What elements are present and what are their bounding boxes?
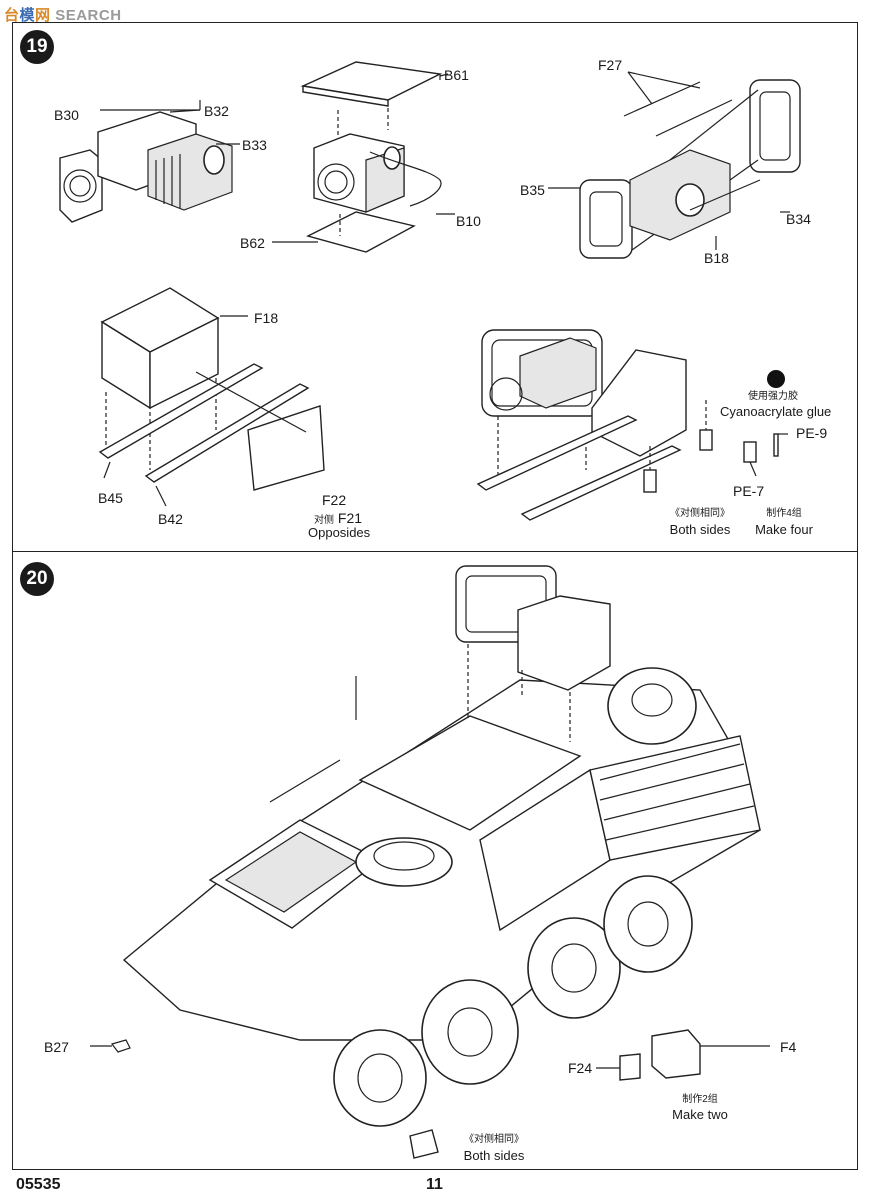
- make-four-en: Make four: [755, 522, 813, 537]
- glue-icon: [767, 370, 785, 388]
- both-sides-cn-19: 《对侧相同》: [670, 508, 730, 519]
- make-two-en: Make two: [672, 1107, 728, 1122]
- make-four-cn: 制作4组: [766, 508, 802, 519]
- label-pe9: PE-9: [796, 425, 828, 441]
- lamp-assembly-left: [59, 100, 240, 223]
- label-b62: B62: [240, 235, 265, 251]
- label-f21: 对侧 F21: [314, 511, 362, 526]
- step-20-panel: [12, 551, 858, 1170]
- label-b18: B18: [704, 250, 729, 266]
- step-20-number: 20: [20, 562, 54, 596]
- label-b34: B34: [786, 211, 811, 227]
- label-f18: F18: [254, 310, 279, 326]
- both-sides-cn-20: 《对侧相同》: [464, 1134, 524, 1145]
- label-b32: B32: [204, 103, 229, 119]
- vehicle-drawing: [90, 565, 770, 1159]
- label-b27: B27: [44, 1039, 69, 1055]
- glue-note-en: Cyanoacrylate glue: [720, 404, 832, 419]
- label-pe7: PE-7: [733, 483, 765, 499]
- lamp-guard-frame: [548, 71, 801, 259]
- step-19-number: 19: [20, 30, 54, 64]
- label-f21-prefix: 对侧: [314, 515, 334, 526]
- lamp-assembly-middle: [272, 61, 455, 253]
- watermark: 台模网 SEARCH: [4, 7, 122, 24]
- make-two-cn: 制作2组: [682, 1094, 718, 1105]
- both-sides-en-20: Both sides: [463, 1148, 525, 1163]
- label-f24: F24: [568, 1060, 593, 1076]
- assembled-lamp-box: [476, 329, 788, 521]
- label-b61: B61: [444, 67, 469, 83]
- label-opposides: Opposides: [308, 525, 371, 540]
- label-b10: B10: [456, 213, 481, 229]
- label-b35: B35: [520, 182, 545, 198]
- label-b30: B30: [54, 107, 79, 123]
- page-number: 11: [426, 1176, 443, 1193]
- label-f4: F4: [780, 1039, 797, 1055]
- label-b33: B33: [242, 137, 267, 153]
- label-b42: B42: [158, 511, 183, 527]
- label-f22: F22: [322, 492, 347, 508]
- label-f21-code: F21: [337, 510, 363, 526]
- label-f27: F27: [598, 57, 623, 73]
- label-b45: B45: [98, 490, 123, 506]
- glue-note-cn: 使用强力胶: [748, 391, 798, 402]
- product-code: 05535: [16, 1176, 61, 1193]
- storage-box-rails: [98, 287, 325, 507]
- both-sides-en-19: Both sides: [669, 522, 731, 537]
